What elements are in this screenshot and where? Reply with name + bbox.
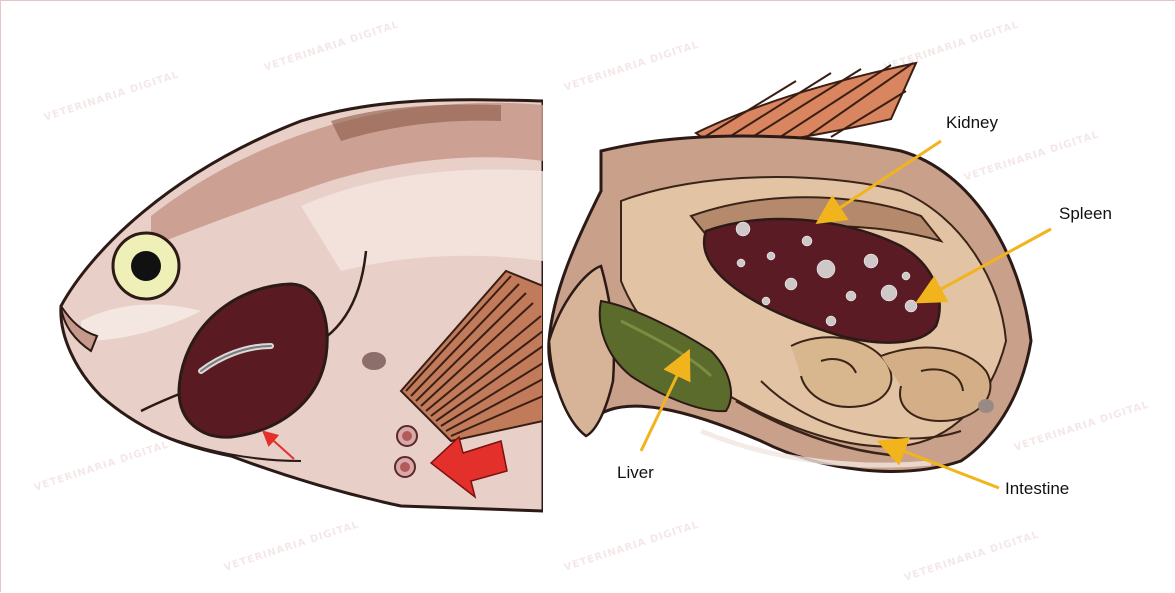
label-kidney: Kidney <box>946 113 998 133</box>
label-intestine: Intestine <box>1005 479 1069 499</box>
fish-head-external <box>61 100 543 511</box>
label-spleen: Spleen <box>1059 204 1112 224</box>
label-liver: Liver <box>617 463 654 483</box>
